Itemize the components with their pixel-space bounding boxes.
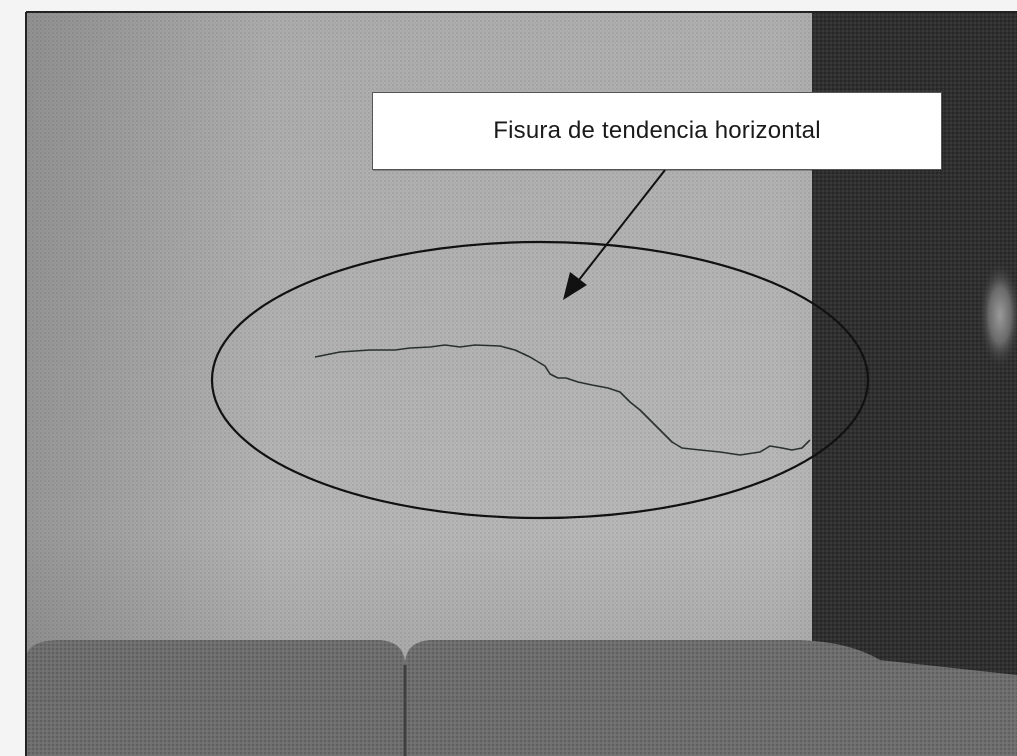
callout-box: Fisura de tendencia horizontal — [372, 92, 942, 170]
callout-arrow-line — [574, 169, 666, 286]
sofa-cushion-right — [405, 640, 1017, 756]
callout-arrowhead — [563, 272, 587, 300]
callout-label: Fisura de tendencia horizontal — [493, 117, 821, 144]
background-figure — [978, 260, 1017, 370]
crack-line — [314, 344, 811, 456]
sofa-cushion-left — [26, 640, 405, 756]
highlight-ellipse — [210, 240, 870, 520]
